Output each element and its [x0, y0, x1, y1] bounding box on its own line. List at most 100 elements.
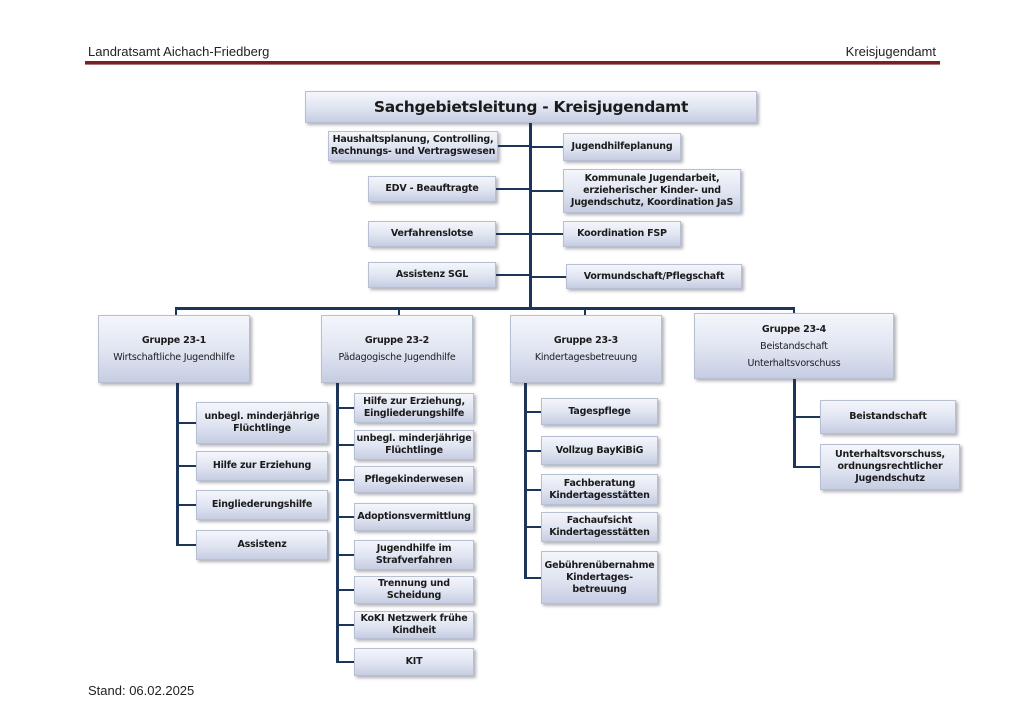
unit-box: Vollzug BayKiBiG	[541, 436, 658, 465]
staff-left-box-line: Verfahrenslotse	[390, 228, 474, 239]
group-subtitle: Unterhaltsvorschuss	[747, 357, 841, 369]
unit-box: Pflegekinderwesen	[354, 466, 474, 493]
staff-left-connector	[496, 274, 529, 276]
unit-connector	[336, 516, 354, 518]
staff-right-connector	[532, 276, 566, 278]
staff-left-connector	[496, 188, 529, 190]
stand-date: Stand: 06.02.2025	[88, 683, 195, 698]
unit-box-line: Hilfe zur Erziehung	[212, 460, 312, 471]
unit-box-line: Flüchtlinge	[233, 423, 291, 434]
unit-box-line: betreuung	[572, 583, 627, 595]
unit-box: Adoptionsvermittlung	[354, 503, 474, 531]
unit-box-line: Tagespflege	[568, 405, 631, 417]
unit-connector	[336, 589, 354, 591]
staff-left-box: EDV - Beauftragte	[368, 176, 496, 202]
unit-box-line: KIT	[405, 656, 423, 667]
group-stem-line	[336, 383, 339, 663]
sachgebietsleitung-box: Sachgebietsleitung - Kreisjugendamt	[305, 91, 757, 123]
group-subtitle: Pädagogische Jugendhilfe	[338, 352, 456, 363]
group-title: Gruppe 23-3	[553, 335, 619, 346]
unit-box: Hilfe zur Erziehung,Eingliederungshilfe	[354, 393, 474, 423]
unit-box-line: Scheidung	[386, 590, 442, 601]
unit-connector	[336, 479, 354, 481]
staff-right-box: Kommunale Jugendarbeit,erzieherischer Ki…	[563, 169, 741, 213]
unit-box-line: Flüchtlinge	[385, 445, 443, 456]
unit-box: KIT	[354, 648, 474, 676]
unit-box-line: KoKI Netzwerk frühe	[360, 613, 468, 624]
groups-bus-line	[175, 307, 793, 310]
unit-connector	[336, 554, 354, 556]
staff-left-box: Verfahrenslotse	[368, 221, 496, 247]
unit-connector	[176, 544, 196, 546]
staff-right-connector	[532, 146, 563, 148]
staff-right-box-line: Kommunale Jugendarbeit,	[584, 173, 720, 184]
staff-right-box: Vormundschaft/Pflegschaft	[566, 264, 742, 289]
staff-right-box: Koordination FSP	[563, 221, 681, 247]
unit-connector	[176, 422, 196, 424]
unit-box: Hilfe zur Erziehung	[196, 451, 328, 481]
unit-box-line: Kindertages-	[566, 571, 633, 583]
group-stem-line	[793, 379, 796, 468]
staff-right-connector	[532, 190, 563, 192]
unit-connector	[524, 489, 541, 491]
unit-box-line: ordnungsrechtlicher	[837, 461, 943, 472]
unit-connector	[176, 465, 196, 467]
central-spine-line	[529, 123, 532, 308]
staff-left-box-line: EDV - Beauftragte	[385, 183, 479, 194]
staff-right-box-line: Koordination FSP	[577, 228, 667, 239]
staff-right-box: Jugendhilfeplanung	[563, 133, 681, 161]
group-subtitle: Wirtschaftliche Jugendhilfe	[113, 352, 235, 363]
unit-connector	[336, 407, 354, 409]
unit-box-line: Unterhaltsvorschuss,	[835, 449, 945, 460]
staff-left-box-line: Assistenz SGL	[395, 269, 469, 280]
unit-box-line: Beistandschaft	[849, 411, 927, 422]
unit-box: Tagespflege	[541, 398, 658, 425]
group-stem-line	[524, 383, 527, 579]
unit-connector	[524, 577, 541, 579]
unit-box: Assistenz	[196, 530, 328, 560]
unit-box-line: Eingliederungshilfe	[363, 408, 465, 419]
unit-box-line: Strafverfahren	[375, 555, 453, 566]
unit-box-line: Gebührenübernahme	[544, 559, 655, 571]
page-header-left: Landratsamt Aichach-Friedberg	[88, 44, 270, 59]
unit-box-line: unbegl. minderjährige	[204, 411, 320, 422]
unit-box: Eingliederungshilfe	[196, 490, 328, 520]
unit-box-line: Trennung und	[378, 578, 450, 589]
staff-left-connector	[496, 233, 529, 235]
unit-box-line: Kindertagesstätten	[549, 527, 650, 538]
staff-left-box-line: Rechnungs- und Vertragswesen	[330, 146, 496, 157]
page-header-right: Kreisjugendamt	[845, 44, 936, 59]
staff-right-box-line: Jugendhilfeplanung	[571, 141, 673, 152]
unit-connector	[336, 444, 354, 446]
group-subtitle: Beistandschaft	[760, 340, 828, 352]
staff-left-connector	[498, 145, 529, 147]
unit-box-line: Kindertagesstätten	[549, 489, 650, 501]
unit-box-line: Pflegekinderwesen	[364, 473, 464, 485]
unit-box-line: Vollzug BayKiBiG	[555, 444, 644, 456]
unit-connector	[176, 504, 196, 506]
unit-box-line: Hilfe zur Erziehung,	[363, 396, 465, 407]
header-rule	[85, 61, 940, 64]
unit-box-line: Jugendhilfe im	[376, 543, 452, 554]
group-subtitle: Kindertagesbetreuung	[534, 352, 638, 363]
staff-right-connector	[532, 233, 563, 235]
unit-connector	[793, 466, 820, 468]
group-title: Gruppe 23-2	[364, 335, 430, 346]
group-title: Gruppe 23-1	[141, 335, 207, 346]
unit-box-line: Adoptionsvermittlung	[357, 511, 471, 522]
unit-box-line: Assistenz	[237, 539, 287, 550]
group-drop-line	[175, 307, 177, 315]
group-stem-line	[176, 383, 179, 546]
unit-box: Beistandschaft	[820, 400, 956, 434]
unit-box-line: Fachaufsicht	[566, 515, 633, 526]
